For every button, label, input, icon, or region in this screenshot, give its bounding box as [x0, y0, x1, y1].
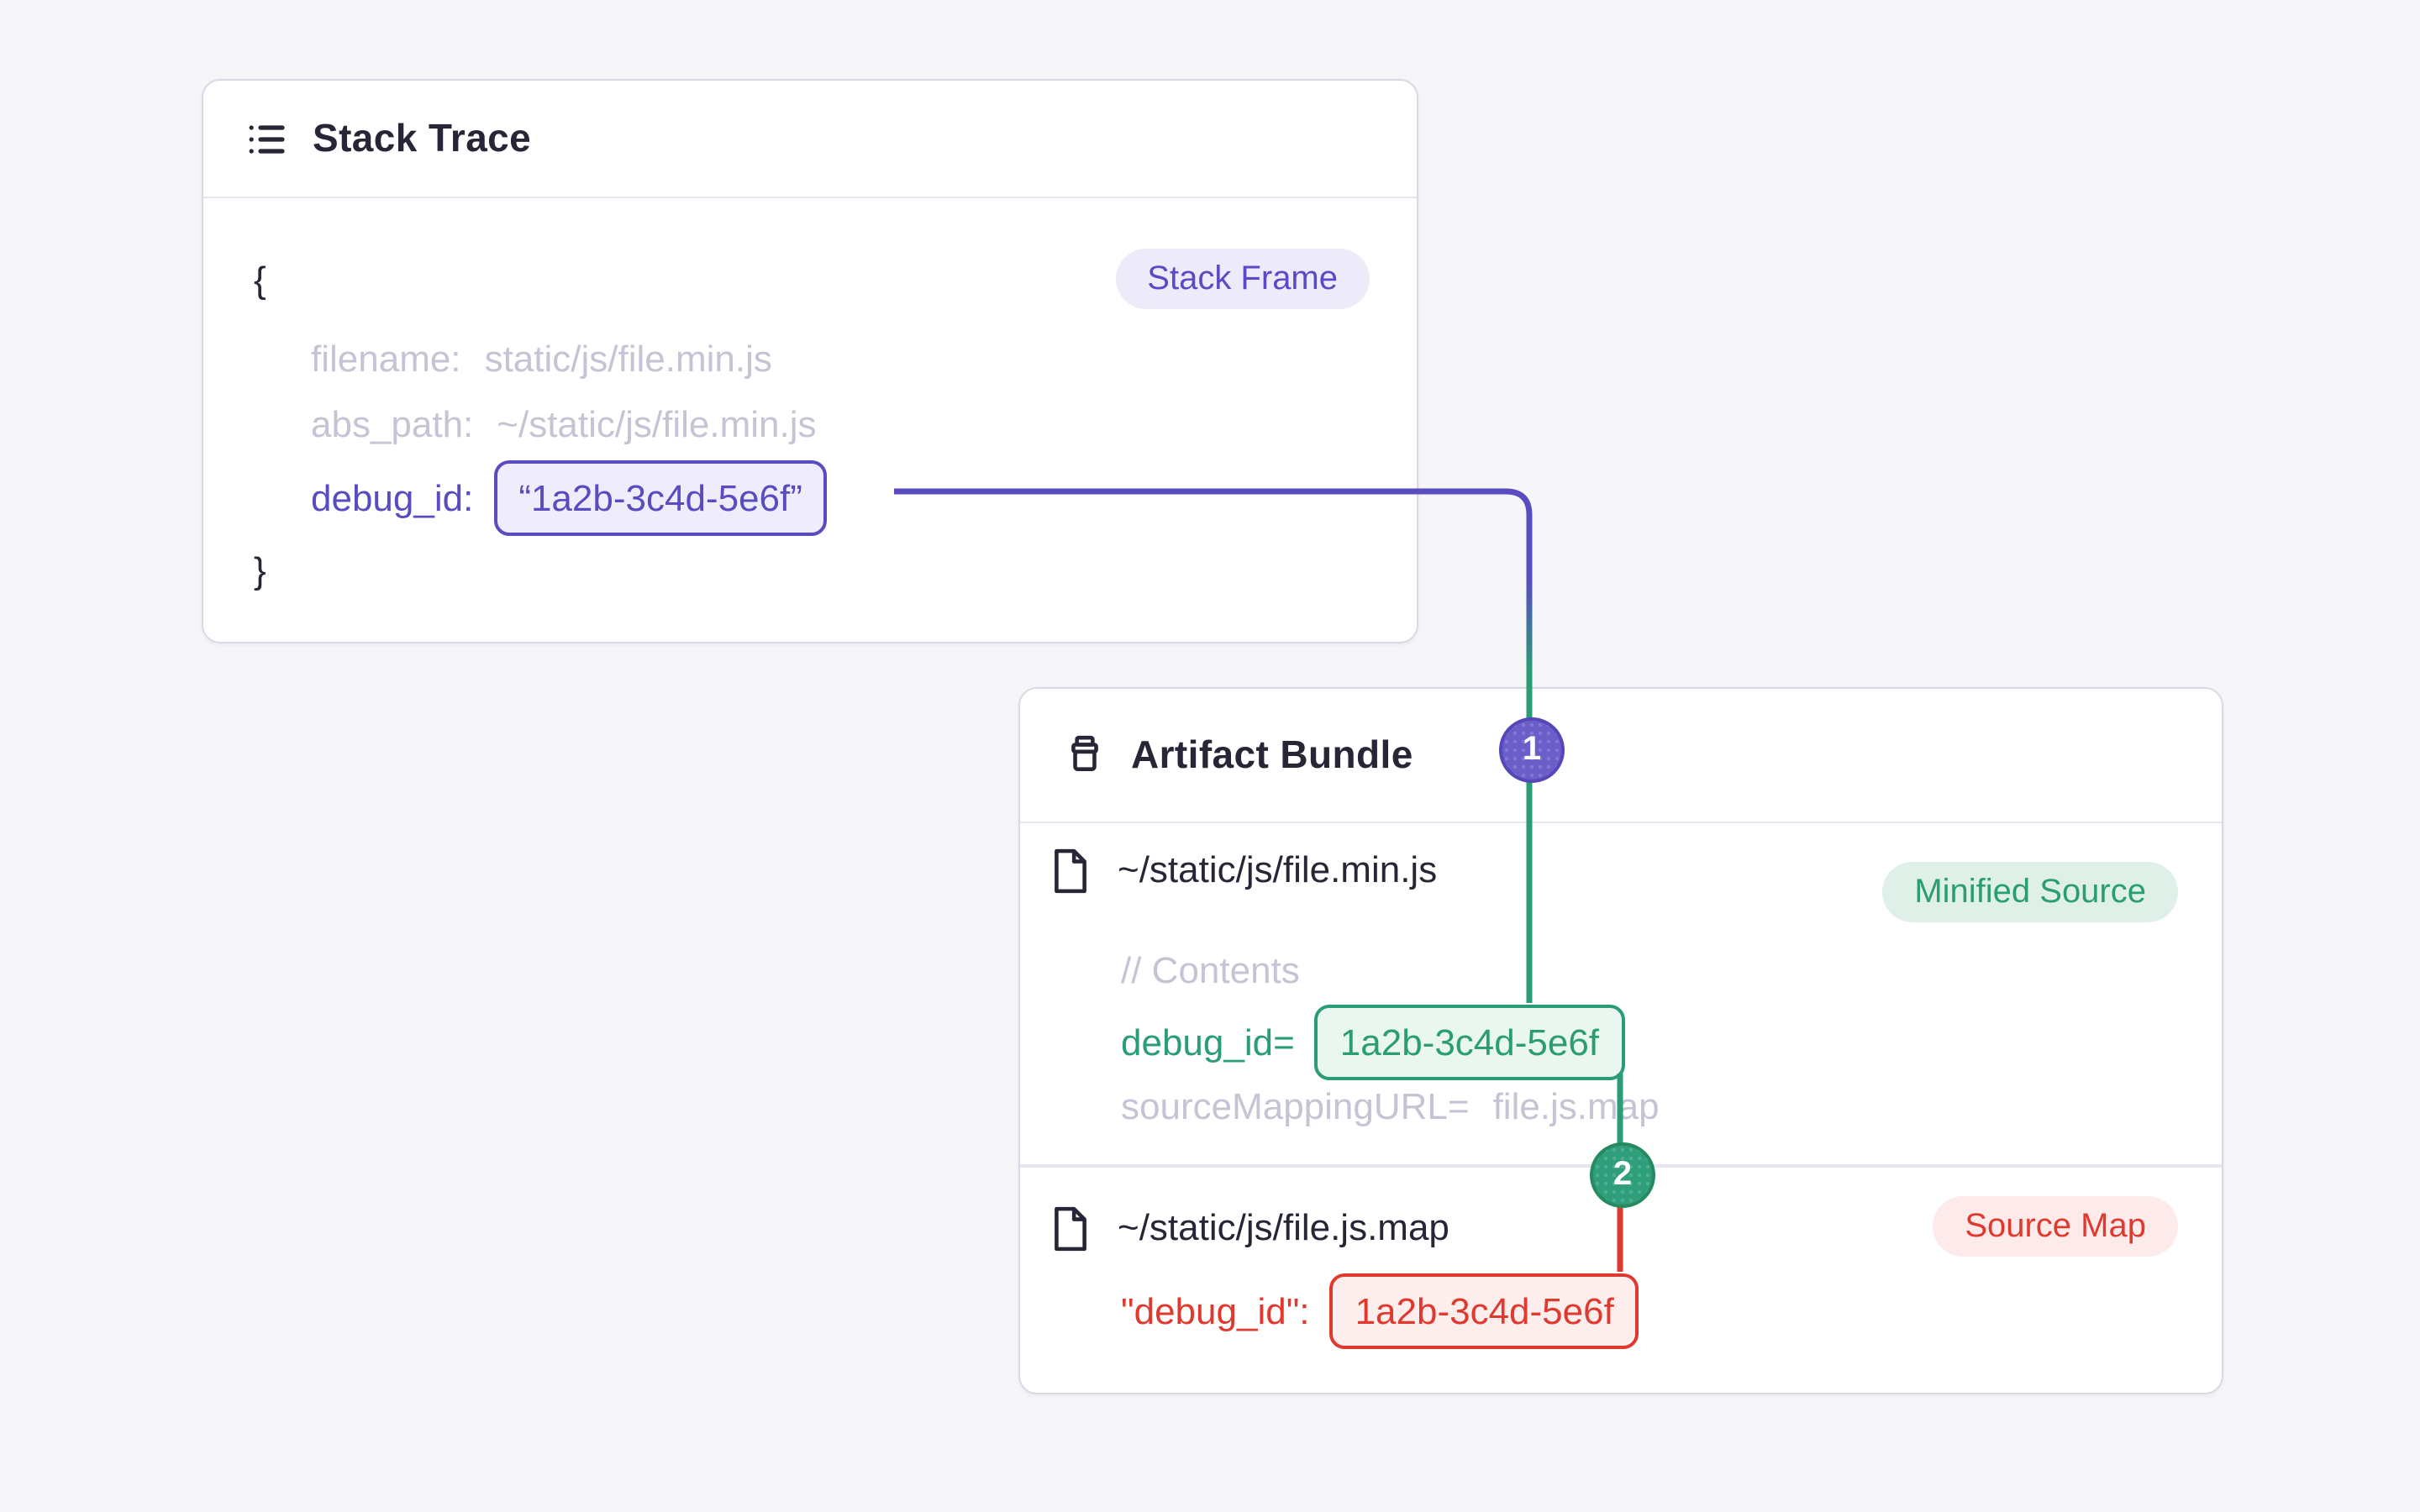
archive-stack-icon — [1071, 735, 1098, 771]
stack-trace-card: Stack Trace { Stack Frame filename: stati… — [202, 79, 1418, 643]
list-icon — [249, 124, 285, 153]
bundle-debug-id-line: debug_id= 1a2b-3c4d-5e6f — [1121, 1005, 1625, 1080]
file-icon — [1055, 848, 1086, 893]
abs-path-line: abs_path: ~/static/js/file.min.js — [311, 400, 817, 450]
artifact-bundle-header: Artifact Bundle — [1020, 689, 2222, 823]
step-1-badge: 1 — [1499, 717, 1565, 783]
artifact-bundle-title: Artifact Bundle — [1131, 732, 1413, 776]
abs-path-value: ~/static/js/file.min.js — [497, 403, 817, 445]
debug-id-label: debug_id: — [311, 476, 474, 518]
file-row-minified: ~/static/js/file.min.js — [1050, 845, 1437, 895]
artifact-bundle-card: Artifact Bundle ~/static/js/file.min.js … — [1018, 687, 2223, 1394]
minified-file-path: ~/static/js/file.min.js — [1118, 848, 1438, 890]
map-debug-id-value-box: 1a2b-3c4d-5e6f — [1329, 1273, 1639, 1349]
step-2-badge: 2 — [1590, 1142, 1655, 1208]
close-brace: } — [254, 549, 266, 591]
source-mapping-line: sourceMappingURL= file.js.map — [1121, 1082, 1660, 1132]
abs-path-label: abs_path: — [311, 403, 474, 445]
stack-trace-title: Stack Trace — [313, 116, 532, 160]
debug-id-line: debug_id: “1a2b-3c4d-5e6f” — [311, 460, 828, 536]
bundle-debug-id-label: debug_id= — [1121, 1021, 1295, 1063]
map-debug-id-label: "debug_id": — [1121, 1289, 1310, 1331]
source-mapping-value: file.js.map — [1492, 1085, 1660, 1127]
sourcemap-file-path: ~/static/js/file.js.map — [1118, 1206, 1449, 1248]
stack-frame-badge: Stack Frame — [1115, 249, 1370, 309]
filename-label: filename: — [311, 338, 461, 380]
open-brace: { — [254, 259, 266, 301]
source-mapping-label: sourceMappingURL= — [1121, 1085, 1470, 1127]
contents-comment: // Contents — [1121, 949, 1300, 991]
map-debug-id-line: "debug_id": 1a2b-3c4d-5e6f — [1121, 1273, 1639, 1349]
source-map-badge: Source Map — [1933, 1196, 2178, 1257]
file-row-sourcemap: ~/static/js/file.js.map — [1050, 1203, 1449, 1253]
filename-value: static/js/file.min.js — [484, 338, 772, 380]
filename-line: filename: static/js/file.min.js — [311, 334, 772, 385]
minified-source-badge: Minified Source — [1882, 862, 2178, 922]
file-icon — [1055, 1205, 1086, 1251]
stack-trace-header: Stack Trace — [203, 81, 1417, 198]
debug-id-value-box: “1a2b-3c4d-5e6f” — [493, 460, 828, 536]
bundle-debug-id-value-box: 1a2b-3c4d-5e6f — [1314, 1005, 1625, 1080]
